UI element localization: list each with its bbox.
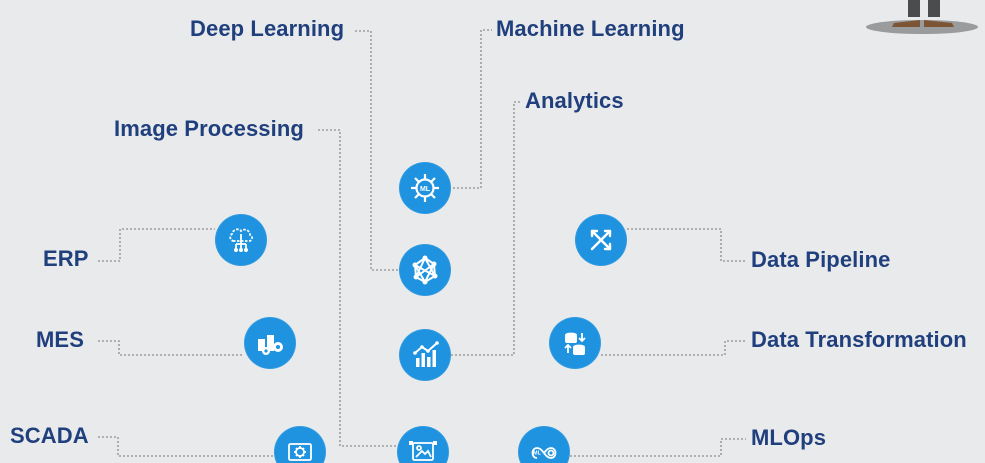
- ml-gear-icon: ML: [411, 174, 439, 202]
- scada-node: [274, 426, 326, 463]
- ml-loop-icon: ML: [531, 447, 557, 459]
- connector-data-transformation: [601, 340, 746, 356]
- connector-analytics: [451, 101, 521, 356]
- connector-machine-learning: [449, 29, 492, 189]
- ml-gear-text: ML: [420, 186, 431, 193]
- data-pipeline-label: Data Pipeline: [751, 247, 891, 272]
- erp-node: [215, 214, 267, 266]
- database-sync-icon: [564, 332, 586, 355]
- image-frame-icon: [409, 441, 437, 461]
- analytics-label: Analytics: [525, 88, 624, 113]
- network-icon: [412, 255, 438, 285]
- data-pipeline-node: [575, 214, 627, 266]
- pipeline-arrows-icon: [590, 229, 612, 251]
- image-processing-node: [397, 426, 449, 463]
- mes-node: [244, 317, 296, 369]
- machine-learning-label: Machine Learning: [496, 16, 685, 41]
- mlops-node: ML: [518, 426, 570, 463]
- connector-erp: [98, 228, 215, 262]
- analytics-node: [399, 329, 451, 381]
- image-processing-label: Image Processing: [114, 116, 304, 141]
- connector-scada: [98, 436, 274, 457]
- mlops-label: MLOps: [751, 425, 827, 450]
- data-transformation-node: [549, 317, 601, 369]
- deep-learning-node: [399, 244, 451, 296]
- connector-mes: [98, 340, 244, 356]
- connector-deep-learning: [355, 30, 399, 271]
- erp-label: ERP: [43, 246, 89, 271]
- bar-chart-icon: [413, 341, 439, 367]
- data-transformation-label: Data Transformation: [751, 327, 967, 352]
- deep-learning-label: Deep Learning: [190, 16, 345, 41]
- monitor-gear-icon: [288, 443, 312, 461]
- person-feet-illustration: [866, 0, 978, 34]
- scada-label: SCADA: [10, 423, 89, 448]
- connector-mlops: [570, 438, 746, 457]
- mlops-ml-text: ML: [533, 451, 542, 457]
- connector-data-pipeline: [627, 228, 746, 262]
- mes-label: MES: [36, 327, 84, 352]
- connector-image-processing: [318, 129, 397, 447]
- machine-learning-node: ML: [399, 162, 451, 214]
- factory-gears-icon: [258, 335, 283, 355]
- cloud-network-icon: [229, 228, 254, 252]
